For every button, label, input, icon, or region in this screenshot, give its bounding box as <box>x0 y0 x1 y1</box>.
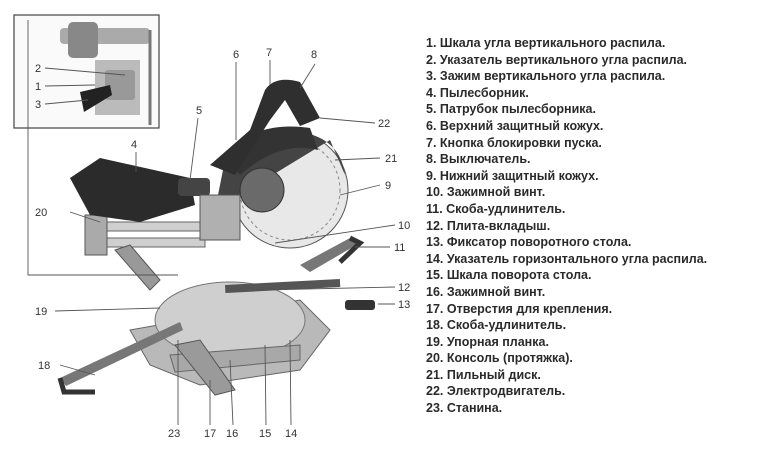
callout-4: 4 <box>131 139 137 151</box>
legend-item: 19. Упорная планка. <box>426 334 549 349</box>
legend-item: 16. Зажимной винт. <box>426 284 546 299</box>
leader-lines <box>27 20 396 426</box>
legend-item: 2. Указатель вертикального угла распила. <box>426 52 687 67</box>
callout-18: 18 <box>38 360 50 372</box>
callout-10: 10 <box>398 220 410 232</box>
callout-9: 9 <box>385 180 391 192</box>
dust-bag <box>70 158 210 222</box>
callout-17: 17 <box>204 428 216 440</box>
legend-item: 9. Нижний защитный кожух. <box>426 168 599 183</box>
legend-item: 14. Указатель горизонтального угла распи… <box>426 251 708 266</box>
miter-saw-diagram: 2 1 3 4 5 6 7 8 22 21 9 10 11 12 13 19 1… <box>13 14 410 440</box>
callout-8: 8 <box>311 49 317 61</box>
legend-item: 22. Электродвигатель. <box>426 384 566 399</box>
callout-23: 23 <box>168 428 180 440</box>
legend-item: 12. Плита-вкладыш. <box>426 218 551 233</box>
callout-14: 14 <box>285 428 297 440</box>
legend-item: 20. Консоль (протяжка). <box>426 351 573 366</box>
slide-rails <box>84 214 206 291</box>
callout-11: 11 <box>394 242 405 254</box>
legend-item: 8. Выключатель. <box>426 152 531 167</box>
callout-labels: 2 1 3 4 5 6 7 8 22 21 9 10 11 12 13 19 1… <box>35 47 410 440</box>
legend-item: 4. Пылесборник. <box>426 85 529 100</box>
legend-item: 10. Зажимной винт. <box>426 185 546 200</box>
legend-item: 11. Скоба-удлинитель. <box>426 201 566 216</box>
callout-19: 19 <box>35 306 47 318</box>
blade-assembly <box>199 79 349 249</box>
callout-7: 7 <box>266 47 272 59</box>
callout-13: 13 <box>398 299 410 311</box>
legend-item: 23. Станина. <box>426 401 503 416</box>
legend-item: 3. Зажим вертикального угла распила. <box>426 69 666 84</box>
legend-item: 18. Скоба-удлинитель. <box>426 318 567 333</box>
saw-base <box>57 235 375 396</box>
legend-item: 17. Отверстия для крепления. <box>426 301 613 316</box>
legend-item: 13. Фиксатор поворотного стола. <box>426 235 632 250</box>
parts-legend: 1. Шкала угла вертикального распила. 2. У… <box>426 35 766 417</box>
callout-15: 15 <box>259 428 271 440</box>
legend-item: 5. Патрубок пылесборника. <box>426 102 596 117</box>
inset-detail <box>13 14 160 129</box>
callout-22: 22 <box>378 118 390 130</box>
callout-6: 6 <box>233 49 239 61</box>
callout-2: 2 <box>35 63 41 75</box>
legend-item: 6. Верхний защитный кожух. <box>426 118 604 133</box>
legend-item: 1. Шкала угла вертикального распила. <box>426 36 666 50</box>
callout-1: 1 <box>35 81 41 93</box>
callout-16: 16 <box>226 428 238 440</box>
callout-20: 20 <box>35 207 47 219</box>
callout-21: 21 <box>385 153 397 165</box>
legend-item: 7. Кнопка блокировки пуска. <box>426 135 602 150</box>
callout-3: 3 <box>35 99 41 111</box>
callout-12: 12 <box>398 282 410 294</box>
legend-item: 21. Пильный диск. <box>426 367 541 382</box>
callout-5: 5 <box>196 105 202 117</box>
legend-item: 15. Шкала поворота стола. <box>426 268 592 283</box>
